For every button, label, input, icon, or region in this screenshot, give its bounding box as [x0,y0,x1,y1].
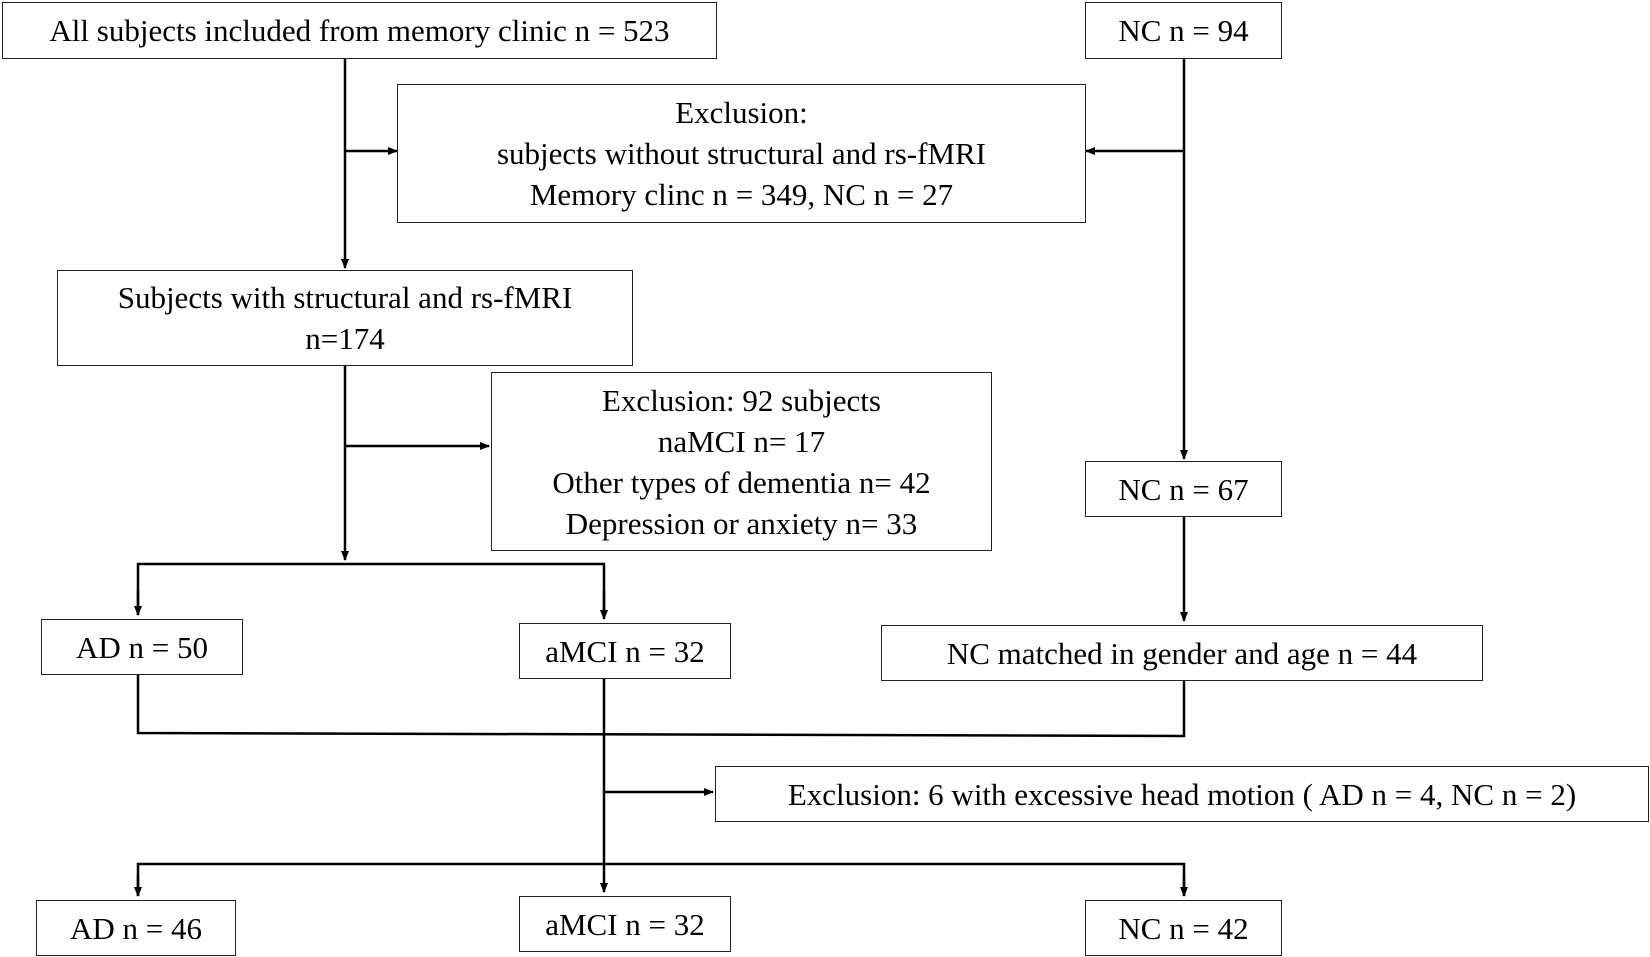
box-nc-matched-line-1: NC matched in gender and age n = 44 [946,635,1418,671]
box-exclusion-1-line-1: Exclusion: [675,95,808,130]
box-exclusion-3: Exclusion: 6 with excessive head motion … [715,766,1649,822]
box-with-mri-line-2: n=174 [305,321,385,356]
connector-split-bar [136,562,606,615]
box-nc-67-line-1: NC n = 67 [1118,471,1249,507]
box-all-subjects: All subjects included from memory clinic… [2,2,717,59]
box-exclusion-2-line-1: Exclusion: 92 subjects [602,382,881,418]
box-nc-42-line-1: NC n = 42 [1118,910,1249,946]
box-amci-32-first: aMCI n = 32 [519,623,731,679]
box-ad-46: AD n = 46 [36,900,236,956]
box-nc-94: NC n = 94 [1085,2,1282,59]
connector-merge-bar [136,674,1186,738]
box-exclusion-1-line-3: Memory clinc n = 349, NC n = 27 [529,177,954,212]
box-with-mri: Subjects with structural and rs-fMRI n=1… [57,270,633,366]
box-exclusion-3-line-1: Exclusion: 6 with excessive head motion … [787,776,1577,812]
box-exclusion-2-line-4: Depression or anxiety n= 33 [565,505,918,541]
box-with-mri-line-1: Subjects with structural and rs-fMRI [117,280,573,315]
box-exclusion-1: Exclusion: subjects without structural a… [397,84,1086,223]
box-nc-67: NC n = 67 [1085,461,1282,517]
box-ad-50: AD n = 50 [41,619,243,675]
box-nc-matched: NC matched in gender and age n = 44 [881,625,1483,681]
box-nc-42: NC n = 42 [1085,900,1282,956]
box-exclusion-2-line-3: Other types of dementia n= 42 [552,464,931,500]
box-ad-46-line-1: AD n = 46 [69,910,202,946]
box-exclusion-2: Exclusion: 92 subjects naMCI n= 17 Other… [491,372,992,551]
box-exclusion-1-line-2: subjects without structural and rs-fMRI [496,136,987,171]
box-all-subjects-line-1: All subjects included from memory clinic… [49,13,670,48]
box-nc-94-line-1: NC n = 94 [1118,13,1249,48]
box-ad-50-line-1: AD n = 50 [75,629,208,665]
box-amci-32-final: aMCI n = 32 [519,896,731,952]
box-amci-32-first-line-1: aMCI n = 32 [545,633,705,669]
box-exclusion-2-line-2: naMCI n= 17 [657,423,826,459]
box-amci-32-final-line-1: aMCI n = 32 [545,906,705,942]
connector-bottom-bar [136,862,1186,896]
